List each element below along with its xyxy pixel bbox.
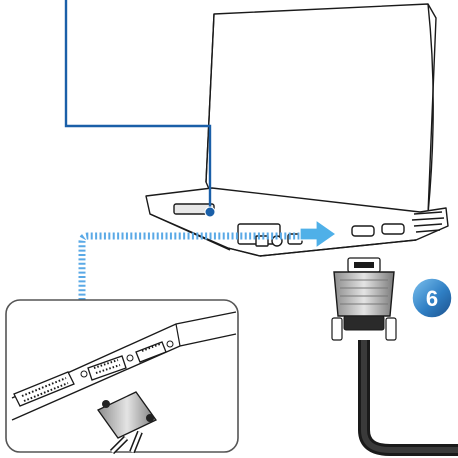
zoom-inset <box>5 299 239 455</box>
leader-dot <box>204 206 216 218</box>
vga-connector-icon <box>331 257 458 456</box>
laptop-illustration <box>145 3 449 257</box>
step-number: 6 <box>426 286 438 311</box>
step-badge: 6 <box>411 277 453 319</box>
vga-cable <box>358 340 458 456</box>
vga-port <box>80 354 134 381</box>
laptop-vents <box>411 211 445 233</box>
dotted-guide-path <box>78 232 306 300</box>
parallel-port <box>13 371 75 407</box>
laptop-lid <box>205 3 437 223</box>
vga-plug-inset <box>97 391 157 455</box>
serial-port <box>135 340 174 363</box>
callout-arrow-icon <box>299 218 338 250</box>
leader-line <box>64 0 212 212</box>
